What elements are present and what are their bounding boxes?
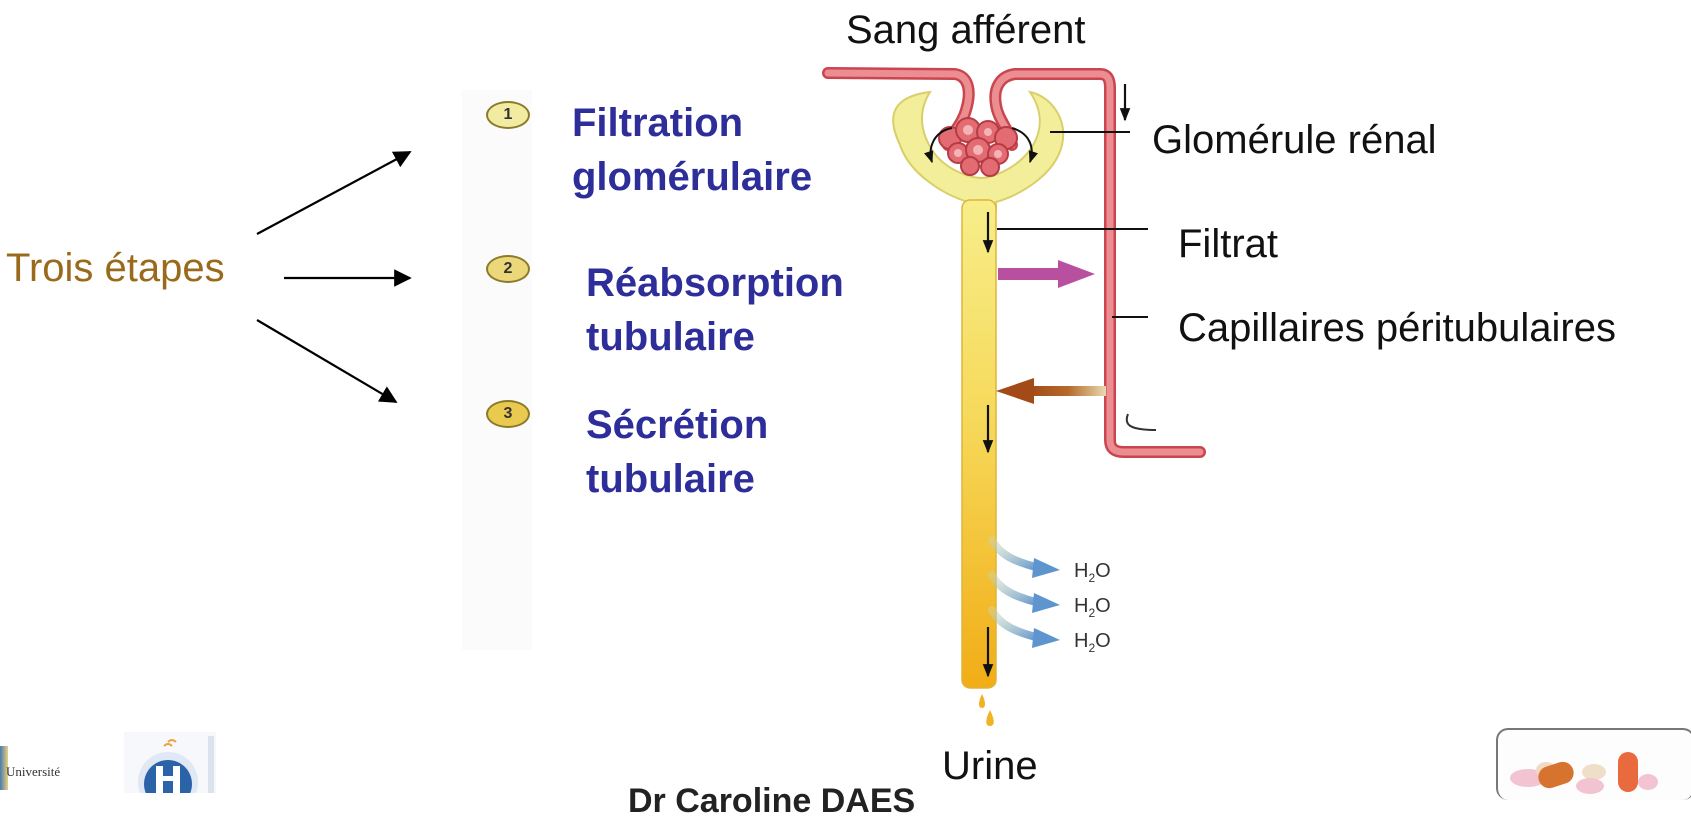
step-2-badge: 2 xyxy=(486,255,530,283)
step-1-line2: glomérulaire xyxy=(572,155,813,199)
steps-panel-shade xyxy=(462,90,532,650)
step-1-badge: 1 xyxy=(486,101,530,129)
step-2-line1: Réabsorption xyxy=(586,261,844,305)
arrow-to-step-1 xyxy=(256,151,412,235)
step-2-label: Réabsorption tubulaire xyxy=(586,256,844,364)
footer-author: Dr Caroline DAES xyxy=(628,782,916,820)
step-2-number: 2 xyxy=(503,260,513,277)
step-1-line1: Filtration xyxy=(572,101,744,145)
hospital-logo xyxy=(124,732,216,812)
renal-tubule xyxy=(961,199,997,689)
label-filtrat: Filtrat xyxy=(1178,222,1278,266)
step-3-badge: 3 xyxy=(486,400,530,428)
university-logo-mark xyxy=(0,746,8,790)
step-3-line1: Sécrétion xyxy=(586,403,769,447)
secretion-arrow xyxy=(996,378,1106,404)
pills-icon xyxy=(1510,752,1658,794)
step-3-number: 3 xyxy=(503,405,513,422)
label-capillaires: Capillaires péritubulaires xyxy=(1178,306,1616,350)
step-1-number: 1 xyxy=(503,106,513,123)
water-label-1: H2O xyxy=(1074,560,1111,585)
step-3-line2: tubulaire xyxy=(586,457,755,501)
university-logo-text: Université xyxy=(6,764,61,779)
pills-image xyxy=(1496,728,1691,800)
flow-arrow-right xyxy=(1011,127,1038,164)
bowman-capsule xyxy=(892,90,1065,211)
intro-label: Trois étapes xyxy=(6,246,225,290)
reabsorption-arrow xyxy=(998,260,1095,288)
university-logo: Université xyxy=(0,744,110,793)
water-label-2: H2O xyxy=(1074,595,1111,620)
flow-arrow-left xyxy=(924,127,953,164)
urine-drops xyxy=(979,694,994,726)
hospital-logo-icon xyxy=(124,732,216,812)
nephron-diagram xyxy=(256,67,1206,726)
capillary-hook xyxy=(1125,413,1157,431)
label-glomerule-renal: Glomérule rénal xyxy=(1152,118,1437,162)
step-3-label: Sécrétion tubulaire xyxy=(586,398,768,506)
arrow-to-step-3 xyxy=(256,319,398,403)
step-1-label: Filtration glomérulaire xyxy=(572,96,812,204)
step-2-line2: tubulaire xyxy=(586,315,755,359)
water-arrows xyxy=(988,536,1044,642)
water-label-3: H2O xyxy=(1074,630,1111,655)
label-urine: Urine xyxy=(942,744,1038,788)
label-sang-afferent: Sang afférent xyxy=(846,8,1086,52)
